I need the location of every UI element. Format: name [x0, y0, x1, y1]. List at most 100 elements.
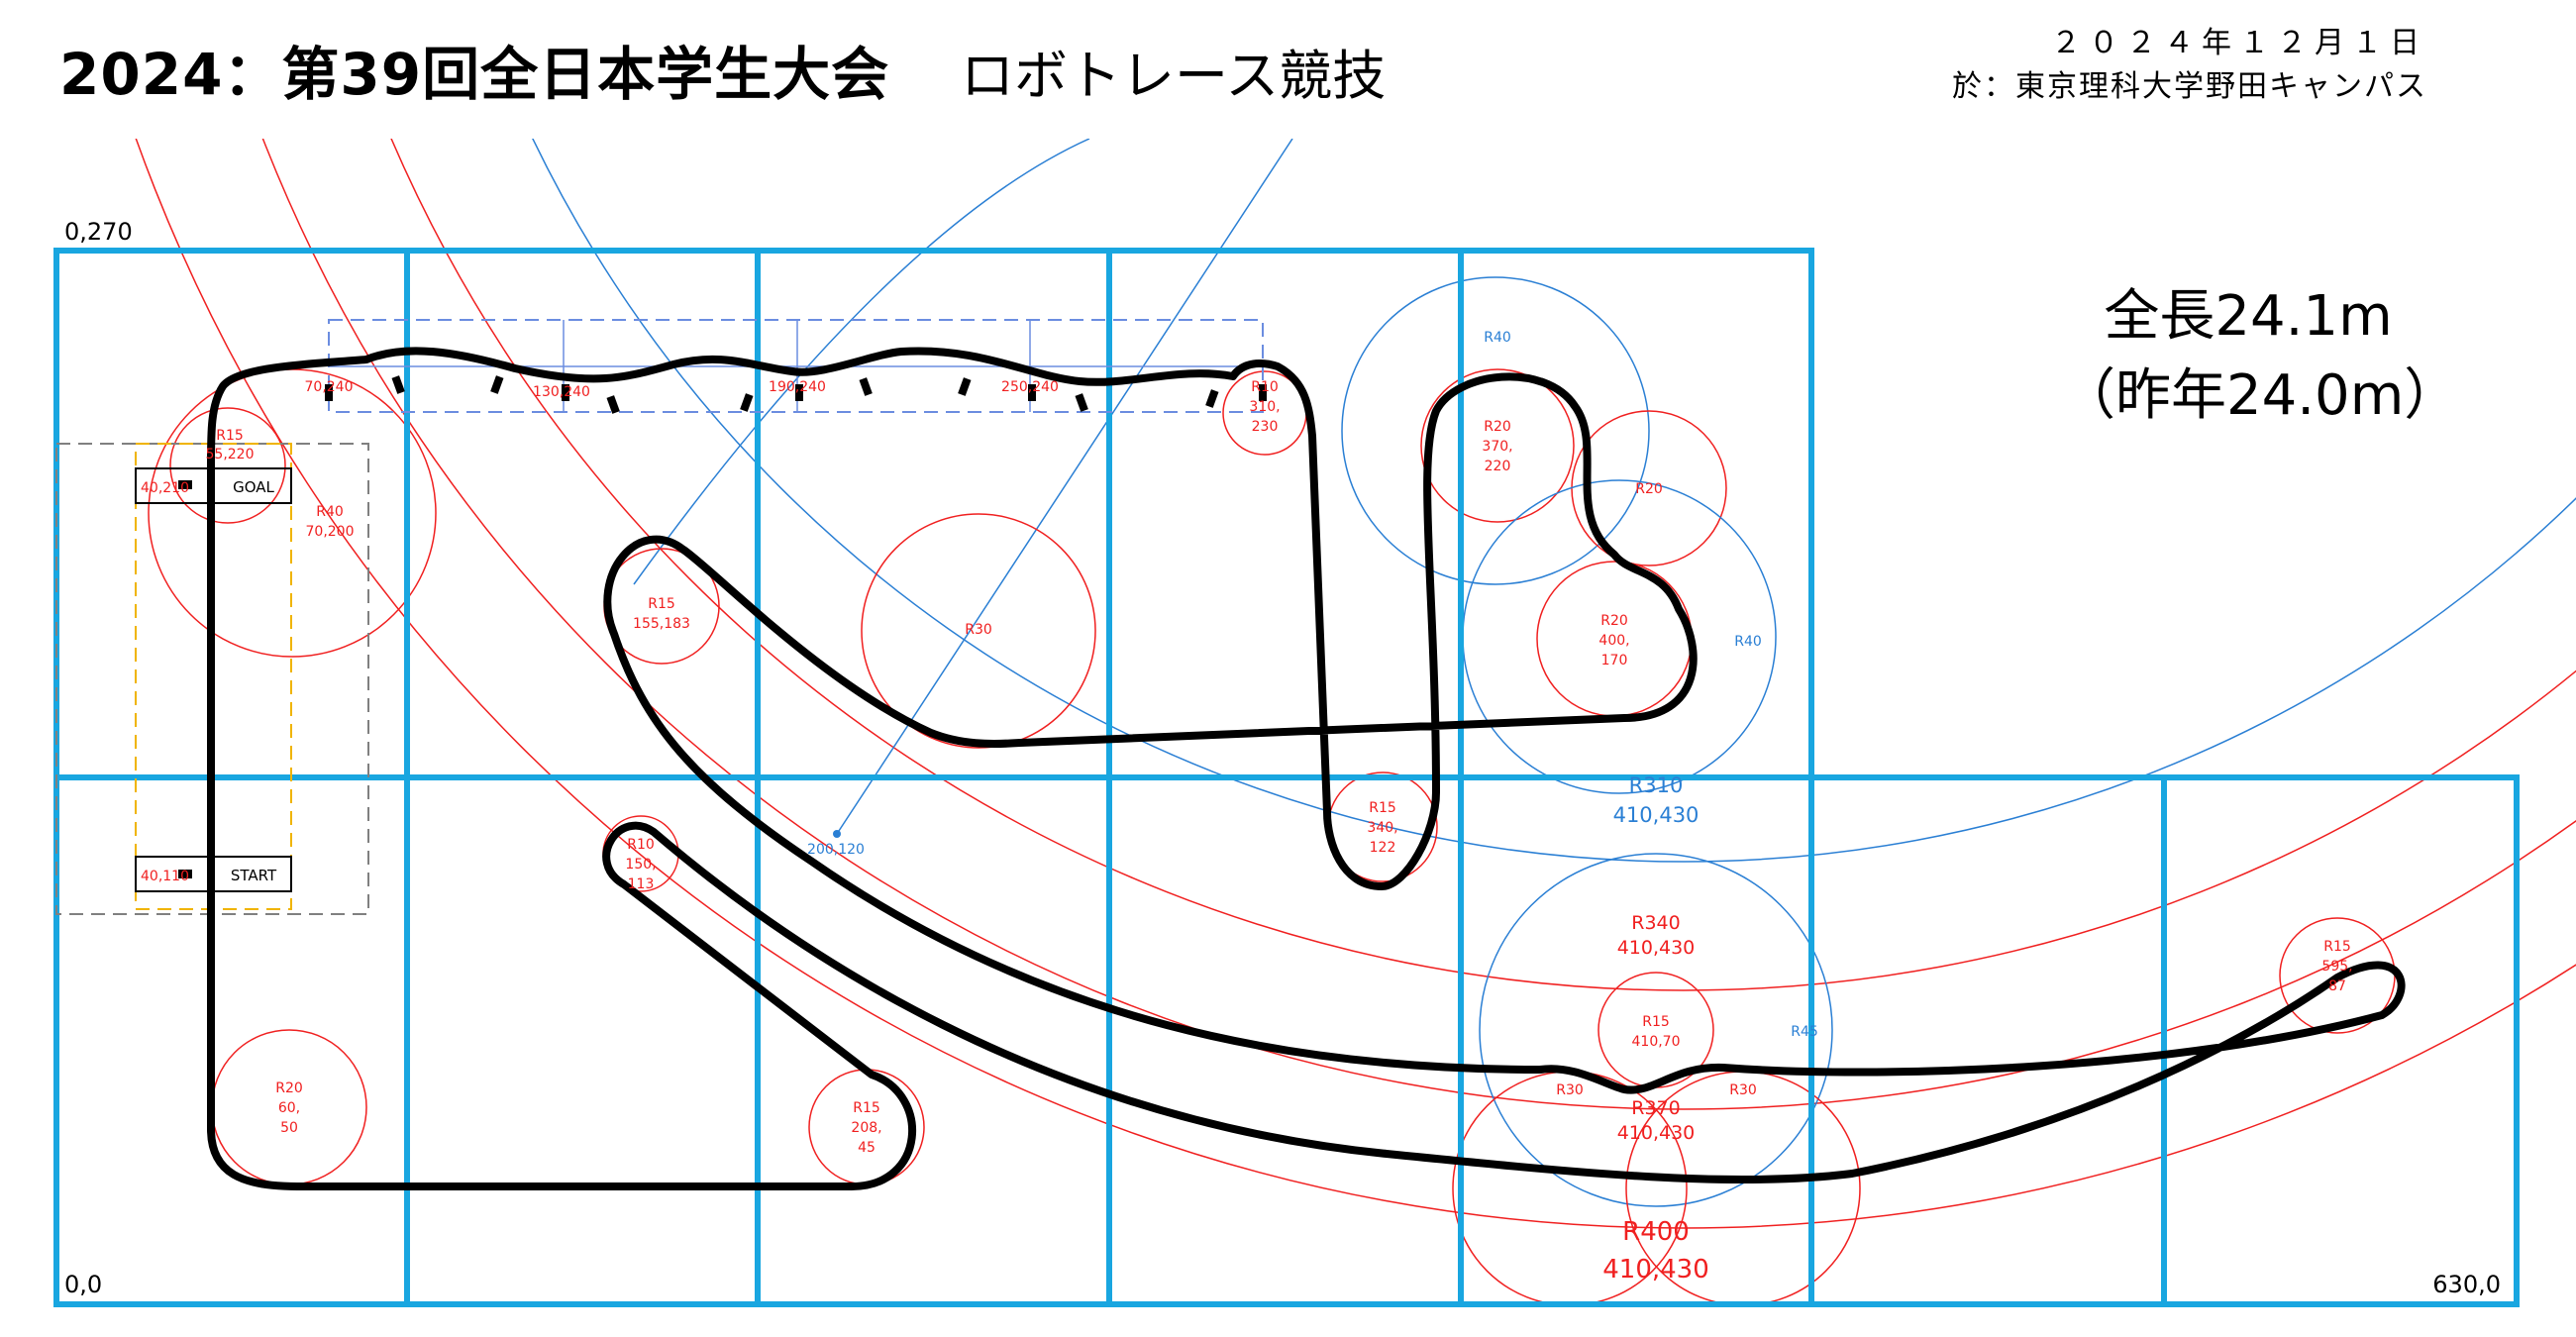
guide-circle-r30: [861, 513, 1096, 749]
label-r340: R340: [1631, 912, 1680, 934]
guide-line-radial: [836, 139, 1293, 835]
label-coord: 190,240: [769, 379, 826, 395]
track-mark: [859, 377, 873, 396]
label-coord: 50: [280, 1120, 298, 1136]
label-coord: 55,220: [206, 447, 255, 463]
track-mark: [606, 395, 620, 414]
grid-lower-frame: [53, 774, 2520, 1307]
label-coord: 150,: [625, 857, 656, 873]
label-r15: R15: [853, 1100, 880, 1116]
label-r30: R30: [1729, 1082, 1757, 1098]
label-r15: R15: [1642, 1014, 1670, 1030]
label-coord: 230: [1252, 419, 1279, 435]
track-line: [206, 347, 2406, 1190]
label-coord: 70,200: [306, 524, 355, 540]
track-mark: [325, 384, 333, 401]
guide-labels-blue: R40 R40 R45 200,120: [807, 330, 1818, 1040]
guide-arc-r340: [390, 139, 2576, 991]
guide-arcs: [136, 139, 2576, 1229]
track-mark: [562, 384, 569, 401]
goal-box: [135, 467, 292, 504]
label-r10: R10: [627, 837, 655, 853]
label-coord: 370,: [1482, 439, 1512, 455]
track-mark: [1259, 384, 1267, 401]
goal-coord: 40,210: [141, 480, 189, 496]
label-r400: R400: [1622, 1217, 1690, 1247]
label-coord: 45: [858, 1140, 876, 1156]
guide-arc-r370: [261, 139, 2576, 1110]
goal-mark: [178, 480, 192, 489]
label-coord: 340,: [1367, 820, 1397, 836]
label-coord: 250,240: [1001, 379, 1059, 395]
label-coord: 200,120: [807, 842, 865, 858]
guide-arc-blue-upper: [633, 139, 1090, 585]
course-length: 全長24.1m: [2104, 284, 2393, 349]
label-coord: 87: [2328, 978, 2346, 994]
label-r45: R45: [1791, 1024, 1818, 1040]
label-r10: R10: [1251, 379, 1279, 395]
label-coord: 220: [1485, 459, 1511, 474]
label-r40: R40: [316, 504, 344, 520]
track-mark: [391, 375, 405, 394]
corner-top-left: 0,270: [64, 218, 133, 246]
label-coord: 410,70: [1632, 1034, 1681, 1050]
guide-circle-r40-upper: [1341, 276, 1650, 585]
start-label: START: [231, 867, 277, 884]
label-coord: 310,: [1249, 399, 1280, 415]
label-coord: 70,240: [305, 379, 354, 395]
track-mark: [958, 377, 972, 396]
label-r20: R20: [1635, 481, 1663, 497]
track-mark: [490, 375, 504, 394]
guide-arc-r400: [136, 139, 2576, 1229]
label-r15: R15: [2323, 939, 2351, 955]
guide-labels: R15 55,220 R40 70,200 70,240 130,240 190…: [206, 379, 2353, 1156]
label-coord: 113: [628, 876, 655, 892]
label-r20: R20: [1600, 613, 1628, 629]
corner-labels: 0,270 0,0 630,0: [64, 218, 2501, 1298]
event-date: ２０２４年１２月１日: [2051, 26, 2427, 60]
label-r15: R15: [648, 596, 675, 612]
marker-boxes: GOAL START 40,210 40,110: [135, 467, 292, 892]
label-r30: R30: [965, 622, 992, 638]
start-mark: [178, 870, 192, 878]
start-coord: 40,110: [141, 869, 189, 884]
label-coord: 410,430: [1602, 1255, 1709, 1285]
guide-circle-r15-55-220: [169, 407, 286, 524]
label-coord: 410,430: [1613, 803, 1700, 827]
label-coord: 122: [1370, 840, 1396, 856]
label-r15: R15: [1369, 800, 1396, 816]
label-r40: R40: [1484, 330, 1511, 346]
zigzag-marks: [178, 375, 1267, 878]
page-title: 2024：第39回全日本学生大会: [59, 41, 890, 108]
competition-name: ロボトレース競技: [961, 45, 1387, 107]
track-mark: [1205, 389, 1219, 408]
label-coord: 595,: [2321, 959, 2352, 975]
label-coord: 170: [1601, 653, 1628, 668]
corner-bottom-right: 630,0: [2432, 1271, 2501, 1298]
track-mark: [1075, 393, 1088, 412]
track-mark: [740, 393, 754, 412]
field-grid: [53, 248, 2520, 1307]
large-radius-labels: R310 410,430 R340 410,430 R370 410,430 R…: [1602, 773, 1709, 1285]
label-r20: R20: [275, 1080, 303, 1096]
label-coord: 400,: [1598, 633, 1629, 649]
event-venue: 於：東京理科大学野田キャンパス: [1952, 69, 2427, 104]
guide-circle-r20-370-220: [1420, 368, 1575, 523]
label-coord: 410,430: [1617, 937, 1696, 959]
label-r15: R15: [216, 428, 244, 444]
center-point-200-120: [833, 830, 841, 838]
guide-arc-r310: [532, 139, 2576, 863]
course-length-block: 全長24.1m （昨年24.0m）: [2060, 277, 2459, 436]
label-coord: 130,240: [533, 384, 590, 400]
track-path: [206, 347, 2406, 1190]
guide-circle-r45: [1479, 853, 1833, 1207]
track-mark: [795, 384, 803, 401]
label-r310: R310: [1629, 773, 1684, 797]
label-coord: 60,: [278, 1100, 300, 1116]
label-r20: R20: [1484, 419, 1511, 435]
track-mark: [1028, 384, 1036, 401]
label-r370: R370: [1631, 1097, 1680, 1119]
label-coord: 208,: [851, 1120, 881, 1136]
corner-bottom-left: 0,0: [64, 1271, 102, 1298]
